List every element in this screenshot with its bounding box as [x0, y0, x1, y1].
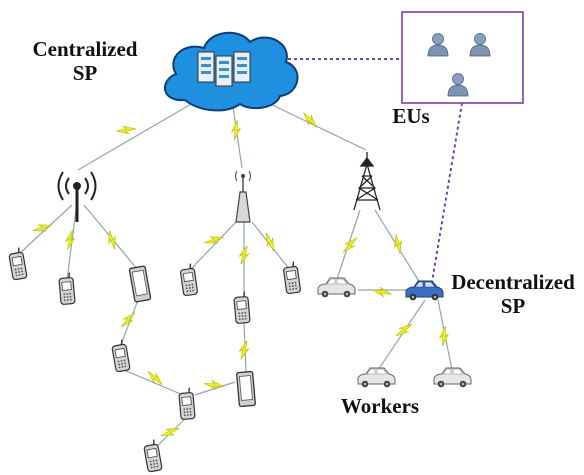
mobile-phone-icon [7, 246, 28, 281]
mobile-phone-icon [232, 290, 251, 325]
mobile-phone-icon [281, 260, 302, 295]
decentralized-sp-label-line1: Decentralized [451, 270, 575, 294]
cell-tower-icon [353, 152, 381, 211]
cloud-server-icon [163, 31, 299, 112]
dashed-links [276, 58, 463, 283]
decentralized-sp-label: Decentralized SP [444, 270, 582, 318]
base-station-icon [235, 170, 251, 223]
car-icon-decentralized [405, 280, 444, 301]
car-icon [317, 277, 356, 298]
centralized-sp-label: Centralized SP [24, 37, 146, 85]
centralized-sp-label-line1: Centralized [32, 37, 138, 61]
eus-label: EUs [392, 104, 430, 128]
decentralized-sp-label-line2: SP [500, 294, 526, 318]
tablet-icon [128, 265, 152, 303]
car-icon [433, 367, 472, 388]
antenna-icon [57, 171, 97, 222]
mobile-phone-icon [178, 262, 199, 297]
tablet-icon [235, 370, 257, 408]
workers-label: Workers [340, 394, 420, 418]
eu-group-box [401, 11, 524, 104]
car-icon [357, 367, 396, 388]
centralized-sp-label-line2: SP [72, 61, 98, 85]
mobile-phone-icon [177, 386, 196, 421]
